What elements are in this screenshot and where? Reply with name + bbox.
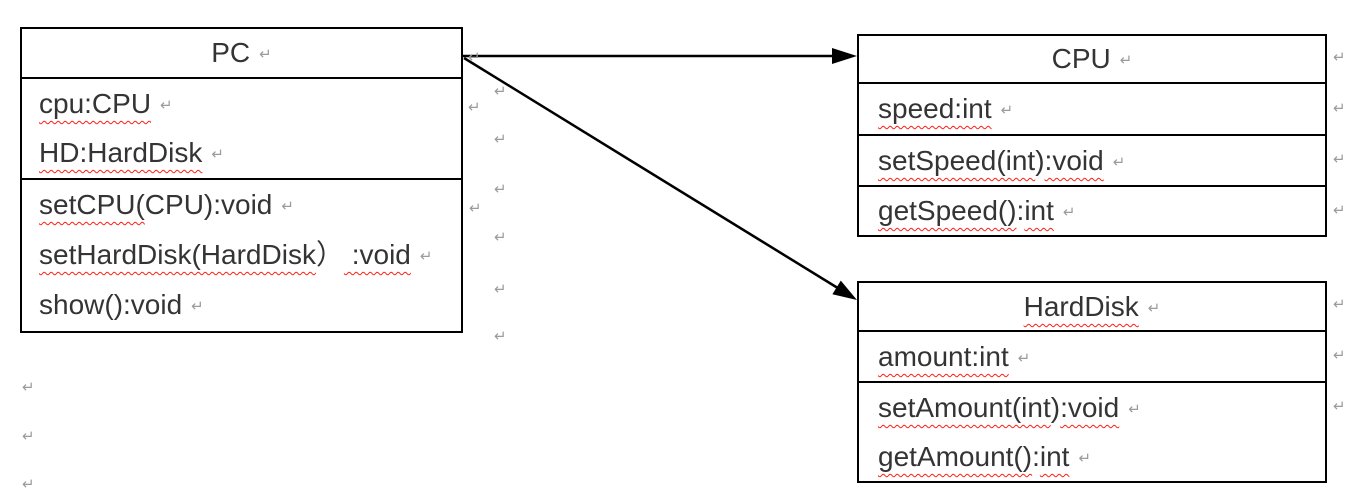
pilcrow-icon: ↵ — [160, 97, 173, 114]
text-segment: ) — [1035, 145, 1045, 176]
pilcrow-icon: ↵ — [1119, 52, 1133, 69]
class-title-row[interactable]: HardDisk ↵ — [859, 283, 1325, 332]
paragraph-mark-icon: ↵ — [1333, 151, 1346, 168]
class-title-row[interactable]: PC ↵ — [22, 29, 461, 79]
method-line[interactable]: setHardDisk(HardDisk） :void ↵ — [39, 230, 461, 280]
method-line[interactable]: getAmount():int ↵ — [878, 432, 1325, 481]
pilcrow-icon: ↵ — [281, 198, 294, 215]
text-segment: setSpeed(int — [878, 145, 1036, 176]
class-title: PC — [211, 37, 251, 68]
class-box-pc[interactable]: PC ↵ cpu:CPU ↵ HD:HardDisk ↵ setCPU(CPU):vo… — [20, 27, 463, 333]
text-segment: : — [1016, 195, 1025, 226]
methods-section: setCPU(CPU):void ↵ setHardDisk(HardDisk） … — [22, 180, 461, 331]
paragraph-mark-icon: ↵ — [22, 476, 35, 493]
text-segment: amount:int — [878, 341, 1009, 372]
paragraph-mark-icon: ↵ — [1333, 49, 1346, 66]
paragraph-mark-icon: ↵ — [494, 328, 507, 345]
method-line[interactable]: setAmount(int):void ↵ — [878, 383, 1325, 432]
paragraph-mark-icon: ↵ — [468, 99, 481, 116]
attribute-line[interactable]: speed:int ↵ — [878, 84, 1325, 134]
text-segment: show():void — [39, 289, 183, 320]
pilcrow-icon: ↵ — [1128, 401, 1141, 418]
pilcrow-icon: ↵ — [1000, 102, 1014, 119]
pilcrow-icon: ↵ — [1017, 350, 1031, 367]
attribute-line[interactable]: HD:HardDisk ↵ — [39, 128, 461, 177]
paragraph-mark-icon: ↵ — [1333, 100, 1346, 117]
paragraph-mark-icon: ↵ — [494, 131, 507, 148]
attributes-section: speed:int ↵ — [859, 84, 1325, 136]
text-segment: CPU):void — [144, 189, 273, 220]
methods-section: setAmount(int):void ↵ getAmount():int ↵ — [859, 383, 1325, 481]
method-line[interactable]: setCPU(CPU):void ↵ — [39, 180, 461, 230]
attributes-section: cpu:CPU ↵ HD:HardDisk ↵ — [22, 79, 461, 180]
arrow-pc-to-harddisk[interactable] — [463, 56, 857, 300]
text-segment: setAmount(int — [878, 392, 1051, 423]
pilcrow-icon: ↵ — [211, 146, 224, 163]
class-title-row[interactable]: CPU ↵ — [859, 36, 1325, 84]
pilcrow-icon: ↵ — [191, 298, 204, 315]
methods-section: setSpeed(int):void ↵ — [859, 136, 1325, 187]
text-segment: int — [1039, 441, 1070, 472]
paragraph-mark-icon: ↵ — [1333, 296, 1346, 313]
paragraph-mark-icon: ↵ — [22, 379, 35, 396]
paragraph-mark-icon: ↵ — [494, 181, 507, 198]
arrow-pc-to-cpu[interactable] — [463, 48, 857, 64]
attributes-section: amount:int ↵ — [859, 332, 1325, 383]
paragraph-mark-icon: ↵ — [469, 200, 482, 217]
pilcrow-icon: ↵ — [1062, 204, 1076, 221]
attribute-line[interactable]: cpu:CPU ↵ — [39, 79, 461, 128]
text-segment: :void — [1060, 392, 1120, 423]
paragraph-mark-icon: ↵ — [1333, 398, 1346, 415]
text-segment: getAmount() — [878, 441, 1033, 472]
paragraph-mark-icon: ↵ — [1333, 202, 1346, 219]
text-segment: setCPU( — [39, 189, 145, 220]
class-title: HardDisk — [1023, 291, 1139, 322]
text-segment: HD:HardDisk — [39, 137, 203, 168]
text-segment: ） — [315, 239, 344, 270]
attribute-line[interactable]: amount:int ↵ — [878, 332, 1325, 381]
class-box-cpu[interactable]: CPU ↵ speed:int ↵ setSpeed(int):void ↵ getS… — [857, 34, 1327, 237]
text-segment: getSpeed() — [878, 195, 1017, 226]
pilcrow-icon: ↵ — [1112, 154, 1126, 171]
text-segment: :void — [1044, 145, 1104, 176]
class-title: CPU — [1051, 43, 1111, 74]
method-line[interactable]: setSpeed(int):void ↵ — [878, 136, 1325, 185]
text-segment: ) — [1050, 392, 1061, 423]
pilcrow-icon: ↵ — [1078, 450, 1092, 467]
paragraph-mark-icon: ↵ — [494, 281, 507, 298]
paragraph-mark-icon: ↵ — [1333, 347, 1346, 364]
text-segment: int — [1024, 195, 1054, 226]
pilcrow-icon: ↵ — [259, 46, 272, 63]
method-line[interactable]: show():void ↵ — [39, 280, 461, 330]
paragraph-mark-icon: ↵ — [494, 229, 507, 246]
text-segment: speed:int — [878, 93, 992, 124]
pilcrow-icon: ↵ — [1147, 300, 1161, 317]
methods-section: getSpeed():int ↵ — [859, 187, 1325, 235]
text-segment: setHardDisk(HardDisk — [39, 239, 316, 270]
paragraph-mark-icon: ↵ — [22, 428, 35, 445]
paragraph-mark-icon: ↵ — [494, 83, 507, 100]
class-box-harddisk[interactable]: HardDisk ↵ amount:int ↵ setAmount(int):voi… — [857, 281, 1327, 483]
text-segment: cpu:CPU — [39, 88, 152, 119]
paragraph-mark-icon: ↵ — [468, 49, 481, 66]
text-segment: :void — [343, 239, 411, 270]
method-line[interactable]: getSpeed():int ↵ — [878, 187, 1325, 235]
text-segment: : — [1032, 441, 1040, 472]
pilcrow-icon: ↵ — [419, 248, 433, 265]
